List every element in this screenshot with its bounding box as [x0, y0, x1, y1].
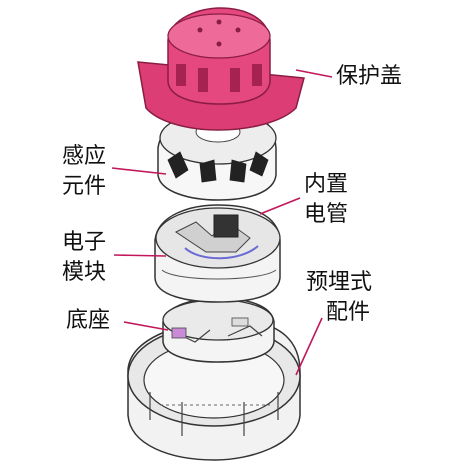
leader-embedded	[295, 317, 323, 376]
base-part	[162, 297, 275, 363]
leader-lines	[111, 69, 333, 376]
protective-cover-part	[137, 7, 305, 131]
leader-cover	[295, 69, 333, 78]
leader-sensor	[111, 167, 167, 175]
leader-module	[113, 254, 167, 257]
label-protective-cover: 保护盖	[336, 64, 403, 89]
label-base: 底座	[66, 308, 111, 333]
label-built-in-detonator: 内置 电管	[304, 172, 349, 227]
label-sensor-element: 感应 元件	[62, 144, 107, 199]
electronic-module-part	[154, 204, 281, 303]
label-embedded-fitting: 预埋式 配件	[306, 270, 373, 325]
label-electronic-module: 电子 模块	[62, 230, 107, 285]
leader-base	[123, 321, 169, 331]
leader-detonator	[259, 197, 301, 215]
